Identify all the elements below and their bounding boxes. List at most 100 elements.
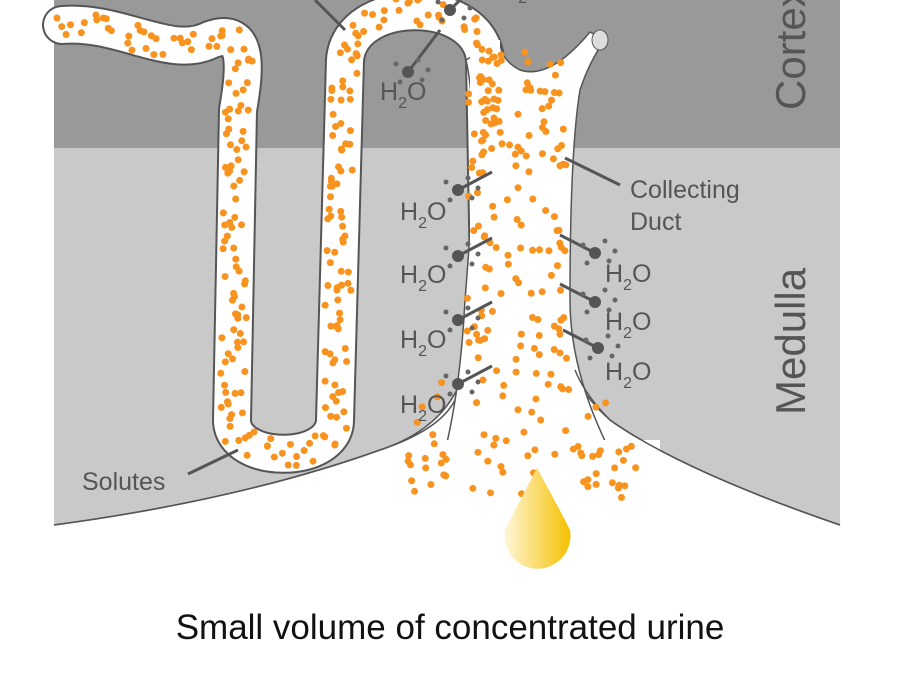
solute-dot bbox=[334, 296, 342, 304]
solute-dot bbox=[632, 464, 640, 472]
solute-dot bbox=[621, 482, 629, 490]
solute-dot bbox=[528, 408, 536, 416]
solute-dot bbox=[497, 51, 505, 59]
solute-dot bbox=[327, 412, 335, 420]
solute-dot bbox=[511, 150, 519, 158]
solute-dot bbox=[535, 332, 543, 340]
solute-dot bbox=[99, 14, 107, 22]
solute-dot bbox=[524, 58, 532, 66]
solute-dot bbox=[311, 432, 319, 440]
solute-dot bbox=[348, 166, 356, 174]
solute-dot bbox=[611, 464, 619, 472]
water-molecule: H2O bbox=[400, 364, 493, 425]
solute-dot bbox=[562, 427, 570, 435]
solute-dot bbox=[244, 56, 252, 64]
collecting-duct-label: Collecting bbox=[630, 176, 740, 204]
solute-dot bbox=[235, 436, 243, 444]
solute-dot bbox=[321, 404, 329, 412]
solute-dot bbox=[529, 246, 537, 254]
solute-dot bbox=[240, 168, 248, 176]
solute-dot bbox=[545, 247, 553, 255]
solute-dot bbox=[615, 448, 623, 456]
solute-dot bbox=[346, 87, 354, 95]
collecting-duct-pointer bbox=[564, 156, 621, 187]
solute-dot bbox=[231, 65, 239, 73]
solute-dot bbox=[334, 163, 342, 171]
solute-dot bbox=[484, 326, 492, 334]
solute-dot bbox=[592, 470, 600, 478]
solute-dot bbox=[170, 34, 178, 42]
solute-dot bbox=[150, 51, 158, 59]
solute-dot bbox=[338, 146, 346, 154]
solute-dot bbox=[124, 39, 132, 47]
solute-dot bbox=[465, 98, 473, 106]
solute-dot bbox=[329, 392, 337, 400]
solute-dot bbox=[354, 40, 362, 48]
solute-dot bbox=[339, 388, 347, 396]
solute-dot bbox=[237, 101, 245, 109]
solute-dot bbox=[224, 350, 232, 358]
solute-dot bbox=[495, 117, 503, 125]
solute-dot bbox=[189, 30, 197, 38]
solute-dot bbox=[545, 102, 553, 110]
solute-dot bbox=[554, 145, 562, 153]
solute-dot bbox=[263, 442, 271, 450]
solute-dot bbox=[300, 447, 308, 455]
solute-dot bbox=[395, 6, 403, 14]
solute-dot bbox=[563, 354, 571, 362]
solute-dot bbox=[353, 52, 361, 60]
solute-dot bbox=[152, 35, 160, 43]
solute-dot bbox=[221, 221, 229, 229]
solute-dot bbox=[234, 107, 242, 115]
solute-dot bbox=[547, 271, 555, 279]
solute-dot bbox=[337, 207, 345, 215]
solute-dot bbox=[267, 435, 275, 443]
solute-dot bbox=[339, 77, 347, 85]
solute-dot bbox=[504, 251, 512, 259]
solute-dot bbox=[229, 296, 237, 304]
solute-dot bbox=[503, 196, 511, 204]
solute-dot bbox=[226, 141, 234, 149]
solute-dot bbox=[475, 74, 483, 82]
solute-dot bbox=[517, 244, 525, 252]
solute-dot bbox=[77, 29, 85, 37]
solute-dot bbox=[540, 118, 548, 126]
solute-dot bbox=[461, 26, 469, 34]
solute-dot bbox=[62, 30, 70, 38]
solute-dot bbox=[223, 232, 231, 240]
solute-dot bbox=[555, 226, 563, 234]
solute-dot bbox=[347, 286, 355, 294]
solute-dot bbox=[413, 418, 421, 426]
solute-dot bbox=[514, 184, 522, 192]
solute-dot bbox=[473, 39, 481, 47]
solute-dot bbox=[205, 42, 213, 50]
solute-dot bbox=[602, 399, 610, 407]
solute-dot bbox=[513, 216, 521, 224]
solute-dot bbox=[463, 294, 471, 302]
solute-dot bbox=[538, 124, 546, 132]
solute-dot bbox=[339, 222, 347, 230]
solute-dot bbox=[352, 29, 360, 37]
solute-dot bbox=[429, 431, 437, 439]
solute-dot bbox=[292, 461, 300, 469]
solute-dot bbox=[430, 440, 438, 448]
solute-dot bbox=[213, 42, 221, 50]
solute-dot bbox=[327, 174, 335, 182]
solute-dot bbox=[479, 169, 487, 177]
solute-dot bbox=[343, 357, 351, 365]
solute-dot bbox=[502, 437, 510, 445]
solute-dot bbox=[238, 303, 246, 311]
solute-dot bbox=[226, 415, 234, 423]
solute-dot bbox=[478, 45, 486, 53]
solute-dot bbox=[488, 145, 496, 153]
solute-dot bbox=[482, 116, 490, 124]
solute-dot bbox=[234, 59, 242, 67]
solute-dot bbox=[479, 128, 487, 136]
solute-dot bbox=[230, 244, 238, 252]
solute-dot bbox=[234, 344, 242, 352]
solute-dot bbox=[556, 330, 564, 338]
solute-dot bbox=[327, 322, 335, 330]
solute-dot bbox=[437, 459, 445, 467]
solute-dot bbox=[442, 472, 450, 480]
solute-dot bbox=[481, 232, 489, 240]
